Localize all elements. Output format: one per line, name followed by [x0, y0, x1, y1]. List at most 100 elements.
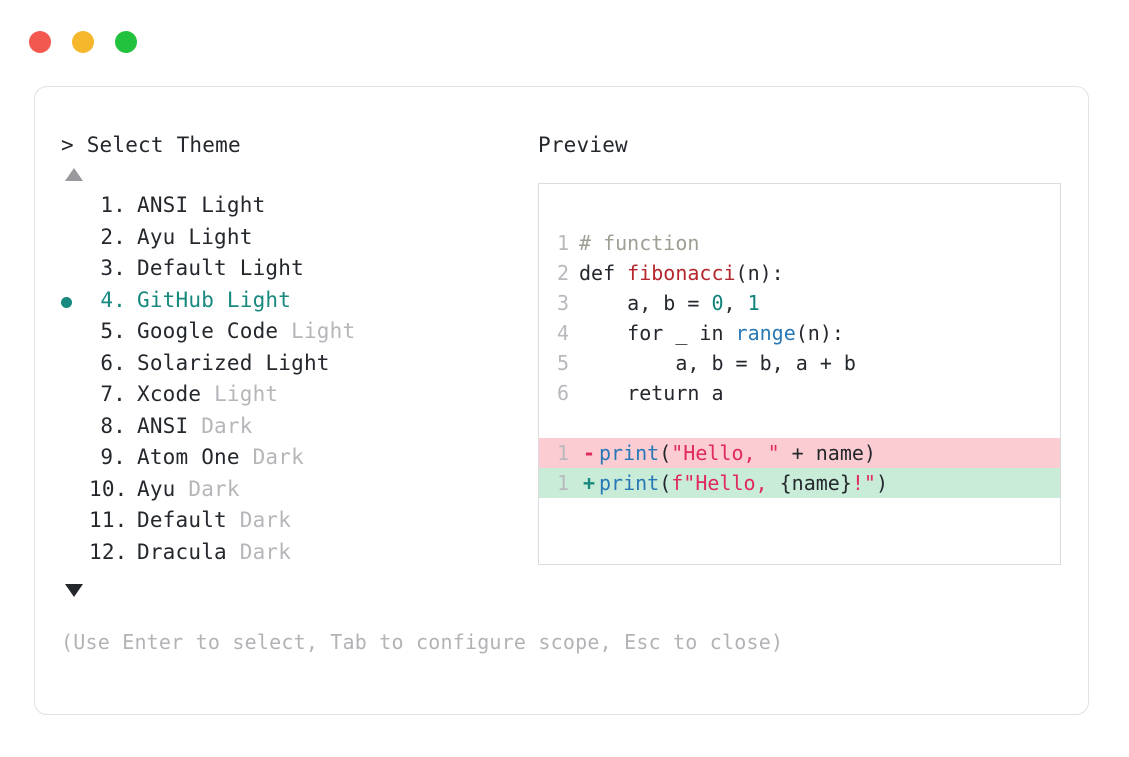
theme-item-name: Google Code	[137, 319, 279, 343]
theme-item-space	[227, 537, 240, 569]
code-token-plain: a, b = b, a + b	[579, 351, 856, 375]
code-token-keyword: def	[579, 261, 628, 285]
theme-item-number: 12.	[89, 539, 128, 564]
keyboard-hint: (Use Enter to select, Tab to configure s…	[61, 630, 784, 654]
theme-item-number: 9.	[100, 445, 126, 469]
prompt-spacer	[74, 133, 87, 157]
theme-list-item[interactable]: 9.Atom One Dark	[61, 442, 531, 474]
theme-list-item[interactable]: 10. Ayu Dark	[61, 474, 531, 506]
theme-list-item[interactable]: 8. ANSI Dark	[61, 411, 531, 443]
code-token-plain: return a	[579, 381, 724, 405]
theme-list-item[interactable]: 11.Default Dark	[61, 505, 531, 537]
theme-list-item[interactable]: 7.Xcode Light	[61, 379, 531, 411]
diff-line-text: print(f"Hello, {name}!")	[599, 468, 888, 498]
code-line-text: def fibonacci(n):	[579, 258, 784, 288]
maximize-dot[interactable]	[115, 31, 137, 53]
code-token-plain: + name)	[779, 441, 876, 465]
code-line: 2 def fibonacci(n):	[557, 258, 1060, 288]
code-token-plain: )	[875, 471, 889, 495]
diff-line-number: 1	[557, 441, 570, 465]
scroll-up-arrow-icon[interactable]	[65, 168, 83, 181]
code-token-plain: {name}	[779, 471, 852, 495]
code-line-number: 6	[557, 381, 570, 405]
code-token-plain: (n):	[735, 261, 784, 285]
code-token-string: !"	[851, 471, 876, 495]
theme-list-item[interactable]: 3.Default Light	[61, 253, 531, 285]
code-token-plain: (n):	[795, 321, 844, 345]
theme-item-space	[188, 411, 201, 443]
theme-item-variant: Dark	[239, 539, 292, 564]
selected-bullet-icon	[61, 296, 72, 308]
theme-item-name: Default	[137, 256, 227, 280]
scroll-down-arrow-icon[interactable]	[65, 584, 83, 597]
code-line: 1 # function	[557, 228, 1060, 258]
theme-item-variant: Light	[265, 350, 330, 375]
code-token-string: "Hello, "	[671, 441, 780, 465]
theme-item-name: Solarized	[137, 350, 253, 375]
code-token-number: 1	[747, 291, 760, 315]
theme-item-name: Ayu	[137, 476, 176, 501]
diff-line-removed: 1-print("Hello, " + name)	[539, 438, 1060, 468]
selection-bullet-cell	[61, 296, 89, 308]
theme-list-item[interactable]: 6.Solarized Light	[61, 348, 531, 380]
code-line-text: return a	[579, 378, 724, 408]
theme-item-space	[278, 316, 291, 348]
code-line-number: 2	[557, 261, 570, 285]
theme-item-space	[240, 442, 253, 474]
code-token-func: fibonacci	[627, 261, 736, 285]
theme-item-number: 8.	[100, 413, 126, 438]
theme-list-item[interactable]: 1.ANSI Light	[61, 190, 531, 222]
theme-item-space	[176, 474, 189, 506]
code-token-builtin: range	[735, 321, 796, 345]
code-token-builtin: print	[599, 441, 660, 465]
code-token-number: 0	[711, 291, 724, 315]
theme-item-space	[201, 379, 214, 411]
theme-list-item[interactable]: 4.GitHub Light	[61, 285, 531, 317]
theme-item-variant: Light	[214, 382, 279, 406]
diff-line-text: print("Hello, " + name)	[599, 438, 876, 468]
code-token-plain: (	[659, 441, 672, 465]
code-token-plain: a, b =	[579, 291, 712, 315]
theme-item-variant: Light	[226, 287, 292, 312]
theme-item-number: 3.	[100, 256, 126, 280]
theme-item-name: ANSI	[137, 413, 189, 438]
minimize-dot[interactable]	[72, 31, 94, 53]
theme-item-variant: Dark	[239, 508, 292, 532]
theme-item-variant: Dark	[201, 413, 253, 438]
theme-item-space	[176, 222, 189, 254]
code-line-number: 5	[557, 351, 570, 375]
code-line-number: 1	[557, 231, 570, 255]
code-blank-line	[557, 408, 1060, 438]
code-line-text: # function	[579, 228, 699, 258]
theme-item-number: 11.	[89, 508, 128, 532]
code-line-number: 3	[557, 291, 570, 315]
theme-item-number: 2.	[100, 224, 126, 249]
theme-list-item[interactable]: 12. Dracula Dark	[61, 537, 531, 569]
code-token-builtin: print	[599, 471, 660, 495]
theme-item-number: 10.	[89, 476, 128, 501]
code-line-number: 4	[557, 321, 570, 345]
theme-item-name: GitHub	[137, 287, 215, 312]
theme-item-space	[227, 505, 240, 537]
theme-item-name: Dracula	[137, 539, 227, 564]
code-token-plain: (	[659, 471, 672, 495]
theme-item-name: Ayu	[137, 224, 176, 249]
code-line-text: a, b = b, a + b	[579, 348, 856, 378]
theme-list-item[interactable]: 2.Ayu Light	[61, 222, 531, 254]
theme-item-name: Atom One	[137, 445, 240, 469]
close-dot[interactable]	[29, 31, 51, 53]
code-token-plain: for _ in	[579, 321, 736, 345]
theme-item-name: Xcode	[137, 382, 202, 406]
theme-list-item[interactable]: 5.Google Code Light	[61, 316, 531, 348]
prompt-header: > Select Theme	[61, 131, 531, 159]
theme-item-variant: Light	[201, 193, 266, 217]
theme-item-name: ANSI	[137, 193, 189, 217]
diff-line-number: 1	[557, 471, 570, 495]
code-token-plain: ,	[723, 291, 748, 315]
code-line-text: a, b = 0, 1	[579, 288, 760, 318]
theme-item-variant: Dark	[188, 476, 240, 501]
